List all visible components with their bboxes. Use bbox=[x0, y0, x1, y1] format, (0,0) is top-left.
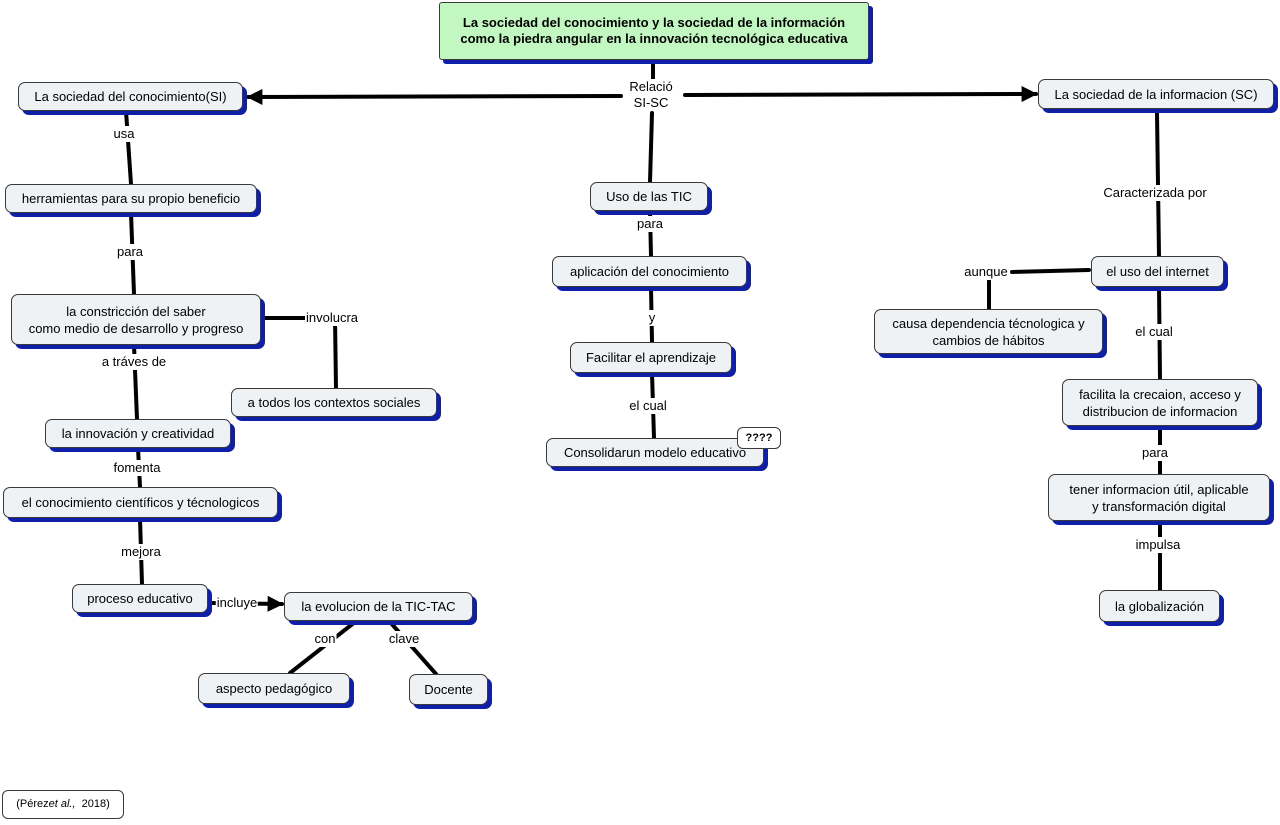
node-dependencia-tecnologica[interactable]: causa dependencia técnologica y cambios … bbox=[874, 309, 1103, 354]
citation-year: 2018) bbox=[75, 798, 110, 810]
node-aspecto-pedagogico[interactable]: aspecto pedagógico bbox=[198, 673, 350, 704]
node-facilita-informacion[interactable]: facilita la crecaion, acceso y distribuc… bbox=[1062, 379, 1258, 426]
label-para-left[interactable]: para bbox=[115, 244, 145, 260]
node-informacion-util[interactable]: tener informacion útil, aplicable y tran… bbox=[1048, 474, 1270, 521]
node-herramientas[interactable]: herramientas para su propio beneficio bbox=[5, 184, 257, 213]
label-y[interactable]: y bbox=[647, 310, 657, 326]
node-interrogacion[interactable]: ???? bbox=[737, 427, 781, 449]
citation-box: (Pérez et al., 2018) bbox=[2, 790, 124, 819]
label-involucra[interactable]: involucra bbox=[304, 310, 360, 326]
label-usa[interactable]: usa bbox=[112, 126, 136, 142]
node-evolucion-tic-tac[interactable]: la evolucion de la TIC-TAC bbox=[284, 592, 473, 621]
node-globalizacion[interactable]: la globalización bbox=[1099, 590, 1220, 622]
label-a-traves[interactable]: a tráves de bbox=[100, 354, 168, 370]
node-contextos-sociales[interactable]: a todos los contextos sociales bbox=[231, 388, 437, 417]
node-docente[interactable]: Docente bbox=[409, 674, 488, 705]
node-sociedad-conocimiento[interactable]: La sociedad del conocimiento(SI) bbox=[18, 82, 243, 111]
label-clave[interactable]: clave bbox=[387, 631, 421, 647]
label-mejora[interactable]: mejora bbox=[120, 544, 162, 560]
citation-etal: et al., bbox=[48, 798, 76, 810]
node-consolidar-modelo[interactable]: Consolidarun modelo educativo bbox=[546, 438, 764, 467]
label-para-center[interactable]: para bbox=[635, 216, 665, 232]
node-facilitar-aprendizaje[interactable]: Facilitar el aprendizaje bbox=[570, 342, 732, 373]
title-node[interactable]: La sociedad del conocimiento y la socied… bbox=[439, 2, 869, 60]
node-conocimiento-cientifico[interactable]: el conocimiento científicos y técnologic… bbox=[3, 487, 278, 518]
node-sociedad-informacion[interactable]: La sociedad de la informacion (SC) bbox=[1038, 79, 1274, 109]
node-constriccion-saber[interactable]: la constricción del saber como medio de … bbox=[11, 294, 261, 345]
label-relacion[interactable]: Relació SI-SC bbox=[628, 79, 674, 111]
label-fomenta[interactable]: fomenta bbox=[112, 460, 162, 476]
label-caracterizada[interactable]: Caracterizada por bbox=[1102, 185, 1208, 201]
node-aplicacion-conocimiento[interactable]: aplicación del conocimiento bbox=[552, 256, 747, 287]
node-innovacion-creatividad[interactable]: la innovación y creatividad bbox=[45, 419, 231, 448]
label-el-cual-center[interactable]: el cual bbox=[628, 398, 668, 414]
label-aunque[interactable]: aunque bbox=[963, 264, 1009, 280]
label-con[interactable]: con bbox=[313, 631, 337, 647]
label-el-cual-right[interactable]: el cual bbox=[1134, 324, 1174, 340]
label-para-right[interactable]: para bbox=[1140, 445, 1170, 461]
label-impulsa[interactable]: impulsa bbox=[1134, 537, 1182, 553]
node-uso-tic[interactable]: Uso de las TIC bbox=[590, 182, 708, 211]
citation-prefix: (Pérez bbox=[16, 798, 49, 810]
node-uso-internet[interactable]: el uso del internet bbox=[1091, 256, 1224, 287]
node-proceso-educativo[interactable]: proceso educativo bbox=[72, 584, 208, 613]
label-incluye[interactable]: incluye bbox=[215, 595, 259, 611]
